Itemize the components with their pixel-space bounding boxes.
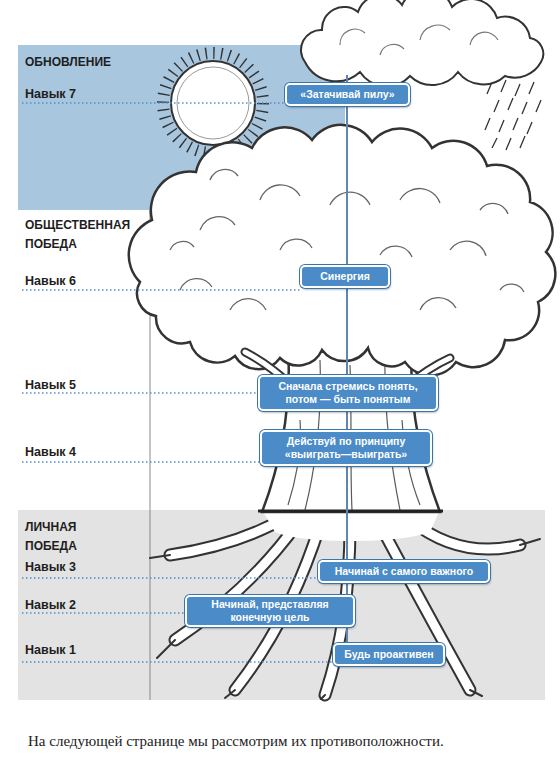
- trunk-line: [346, 411, 348, 430]
- habit-box: Начинай с самого важного: [318, 560, 490, 583]
- habit-number: Навык 5: [25, 376, 145, 395]
- habit-number: Навык 1: [25, 641, 145, 660]
- trunk-line: [346, 106, 348, 265]
- cloud-shading: [340, 25, 498, 55]
- habit-box: Действуй по принципу «выиграть—выиграть»: [260, 430, 432, 466]
- habit-number: Навык 6: [25, 272, 145, 291]
- habit-text: «Затачивай пилу»: [300, 88, 394, 101]
- habit-box: «Затачивай пилу»: [285, 83, 410, 106]
- band-heading: ЛИЧНАЯ ПОБЕДА: [25, 518, 120, 555]
- habit-box: Будь проактивен: [333, 643, 445, 666]
- habit-box: Начинай, представляя конечную цель: [185, 595, 355, 627]
- leader-line: [22, 289, 300, 291]
- trunk-line: [346, 75, 348, 83]
- rain-drops: [485, 80, 541, 150]
- habit-text: Будь проактивен: [344, 648, 433, 661]
- caption: На следующей странице мы рассмотрим их п…: [28, 733, 444, 750]
- habit-text: Синергия: [320, 270, 370, 283]
- habit-number: Навык 3: [25, 558, 145, 577]
- habit-box: Синергия: [300, 265, 390, 288]
- leader-line: [22, 461, 260, 463]
- habit-number: Навык 7: [25, 85, 145, 104]
- leader-line: [22, 392, 258, 394]
- trunk: [262, 345, 440, 512]
- habit-text: Сначала стремись понять, потом — быть по…: [263, 380, 433, 405]
- trunk-line: [346, 288, 348, 375]
- category-band: ОБНОВЛЕНИЕ Навык 7: [18, 45, 345, 210]
- habit-text: Начинай, представляя конечную цель: [190, 598, 350, 623]
- habit-number: Навык 2: [25, 596, 145, 615]
- habit-number: Навык 4: [25, 443, 145, 462]
- band-heading: ОБНОВЛЕНИЕ: [25, 53, 225, 72]
- habit-box: Сначала стремись понять, потом — быть по…: [258, 375, 438, 411]
- band-heading: ОБЩЕСТВЕННАЯ ПОБЕДА: [25, 216, 143, 253]
- habit-text: Действуй по принципу «выиграть—выиграть»: [265, 435, 427, 460]
- habit-text: Начинай с самого важного: [335, 565, 473, 578]
